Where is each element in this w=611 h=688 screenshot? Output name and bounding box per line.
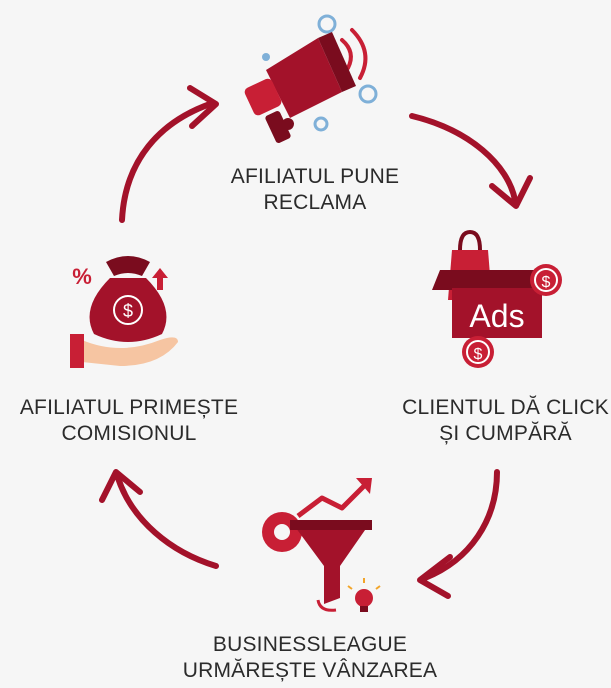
arrow-bottom-left — [115, 475, 219, 569]
arrow-left-top — [119, 101, 213, 223]
step-label-affiliate-receives-commission: AFILIATUL PRIMEȘTE COMISIONUL — [6, 395, 252, 447]
arrow-top-right — [409, 113, 518, 203]
ads-badge-text: Ads — [469, 298, 524, 334]
label-line: CLIENTUL DĂ CLICK — [402, 396, 609, 419]
coin-symbol-top: $ — [542, 274, 551, 291]
label-line: COMISIONUL — [61, 422, 197, 445]
sales-funnel-icon — [262, 478, 381, 612]
arrow-right-bottom-head — [417, 554, 453, 599]
megaphone-icon — [244, 14, 378, 143]
label-line: URMĂREȘTE VÂNZAREA — [182, 659, 438, 682]
money-bag-hand-icon: % $ — [70, 256, 178, 368]
coin-symbol-bottom: $ — [474, 346, 483, 363]
label-line: AFILIATUL PRIMEȘTE — [19, 396, 239, 419]
step-label-affiliate-posts-ad: AFILIATUL PUNE RECLAMA — [205, 164, 425, 216]
step-label-tracks-sale: BUSINESSLEAGUE URMĂREȘTE VÂNZAREA — [175, 632, 445, 684]
percent-symbol: % — [72, 264, 92, 289]
label-line: BUSINESSLEAGUE — [212, 633, 408, 656]
ads-shopping-icon: Ads $ $ — [432, 229, 562, 368]
arrow-right-bottom — [422, 469, 500, 581]
arrow-left-top-head — [187, 85, 219, 129]
label-line: RECLAMA — [263, 191, 367, 214]
arrow-bottom-left-head — [99, 469, 143, 503]
label-line: ȘI CUMPĂRĂ — [439, 422, 572, 445]
step-label-client-clicks-buys: CLIENTUL DĂ CLICK ȘI CUMPĂRĂ — [400, 395, 611, 447]
arrow-top-right-head — [489, 175, 533, 209]
bag-coin-symbol: $ — [123, 301, 133, 321]
label-line: AFILIATUL PUNE — [230, 165, 400, 188]
cycle-arrows — [99, 85, 533, 599]
